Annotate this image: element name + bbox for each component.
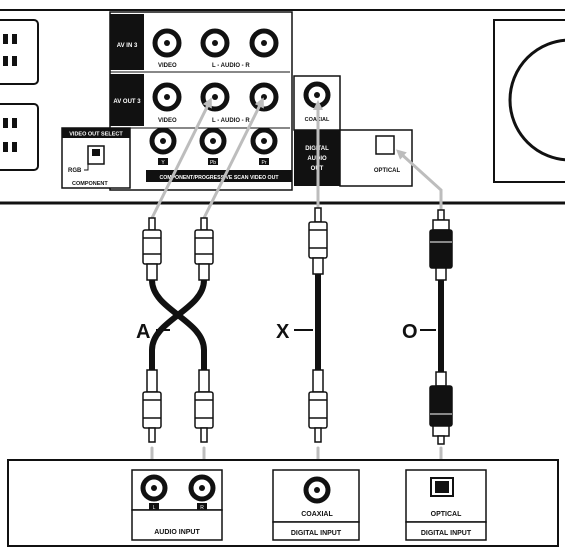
video-out-select: VIDEO OUT SELECT RGB COMPONENT [61,127,131,189]
cable-x-plug-top [308,207,328,275]
component-pr-label: Pr [262,160,267,166]
video-out-select-label: VIDEO OUT SELECT [69,132,123,138]
av-out-block [110,74,144,126]
audio-input-l-label: L [153,505,156,511]
cable-a-plug-top-left [142,217,162,281]
cable-x-label: X [276,321,290,343]
vent-block-top [0,19,39,85]
component-label: COMPONENT [72,181,108,187]
video-label-row1: VIDEO [158,63,177,69]
player-rear-panel: AV IN 3 AV OUT 3 VIDEO L - AUDIO - R VID… [0,0,565,205]
av-out-label: AV OUT 3 [113,99,141,105]
arrow-to-optical-out [396,149,443,212]
component-bar-label: COMPONENT/PROGRESSIVE SCAN VIDEO OUT [159,175,279,181]
audio-input-label: AUDIO INPUT [154,529,200,536]
component-jacks: Y Pb Pr [149,127,278,166]
cable-x: X [276,207,328,443]
cable-a-wire-2 [149,279,207,370]
component-pb-label: Pb [210,160,216,166]
arrow-to-audio-r [202,97,264,220]
coaxial-input-label: COAXIAL [301,511,333,518]
cable-o-label: O [402,321,418,343]
flow-arrows [147,97,446,480]
audio-label-row1: L - AUDIO - R [212,63,250,69]
digital-input-label-2: DIGITAL INPUT [421,530,472,537]
av-in3-label: AV IN 3 [117,43,138,49]
vent-block-bottom [0,103,39,171]
fan-housing [493,19,565,183]
optical-input-label: OPTICAL [431,511,462,518]
cable-x-plug-bottom [308,369,328,443]
cable-a-plug-bottom-right [194,369,214,443]
component-bar [146,170,292,182]
cable-a-wire-1 [149,279,207,370]
cable-a: A [136,217,214,443]
cable-a-plug-top-right [194,217,214,281]
audio-input-group: L R AUDIO INPUT [131,469,223,541]
cable-o: O [402,209,453,445]
cable-o-plug-bottom [429,371,453,445]
fan-circle [508,38,565,162]
audio-input-r-label: R [200,505,204,511]
video-label-row2: VIDEO [158,118,177,124]
rgb-label: RGB [68,168,82,174]
jack-optical-out [375,135,395,155]
av-in3-block [110,14,144,70]
coaxial-input-group: COAXIAL DIGITAL INPUT [272,469,360,541]
digital-input-label-1: DIGITAL INPUT [291,530,342,537]
arrow-to-audio-l [150,97,212,220]
receiver-panel: L R AUDIO INPUT COAXIAL DIGITAL INPUT OP… [7,459,559,547]
cable-o-plug-top [429,209,453,281]
cable-a-label: A [136,321,150,343]
av-in3-jacks: VIDEO L - AUDIO - R [152,28,279,69]
cable-a-plug-bottom-left [142,369,162,443]
optical-top-label: OPTICAL [374,168,401,174]
audio-label-row2: L - AUDIO - R [212,118,250,124]
optical-output: OPTICAL [339,129,413,187]
optical-input-group: OPTICAL DIGITAL INPUT [405,469,487,541]
component-y-label: Y [161,160,165,166]
